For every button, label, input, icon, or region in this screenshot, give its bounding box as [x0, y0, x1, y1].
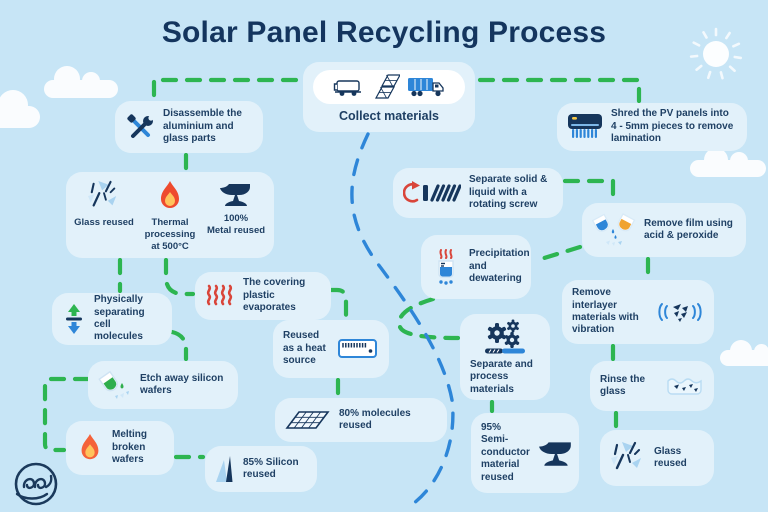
step-glass-reused: Glass reused [600, 430, 714, 486]
radiator-icon [337, 334, 379, 364]
step-label: Remove interlayer materials with vibrati… [572, 287, 639, 336]
rotating-screw-icon [403, 180, 461, 206]
beaker-pour-icon [98, 369, 132, 401]
metal-reused-column: 100%Metal reused [206, 180, 266, 250]
step-label: Disassemble the aluminium and glass part… [163, 108, 242, 145]
collect-icons-pill [313, 70, 465, 104]
step-label: Collect materials [338, 108, 440, 123]
sun-icon [688, 26, 744, 87]
rinse-glass-icon [666, 374, 704, 398]
step-label: Glass reused [654, 445, 687, 469]
step-label: The covering plastic evaporates [243, 277, 306, 314]
vibration-icon [656, 299, 704, 325]
step-rinse-glass: Rinse the glass [590, 361, 714, 411]
step-heat-source: Reused as a heat source [273, 320, 389, 378]
van-icon [333, 76, 367, 98]
truck-icon [407, 76, 445, 98]
silicon-shard-icon [215, 454, 235, 484]
step-label: Glass reused [74, 217, 134, 228]
step-label: Melting broken wafers [112, 429, 147, 466]
brand-logo [8, 454, 64, 512]
blue-main-flow-line [350, 132, 455, 505]
step-covering-plastic: The covering plastic evaporates [195, 272, 331, 320]
step-physically-separating: Physically separating cell molecules [52, 293, 172, 345]
step-label: Shred the PV panels into 4 - 5mm pieces … [611, 108, 734, 145]
precipitation-beaker-icon [431, 249, 461, 285]
page-title: Solar Panel Recycling Process [161, 16, 607, 49]
fire-icon [76, 433, 104, 463]
step-silicon-reused: 85% Silicon reused [205, 446, 317, 492]
cloud [0, 90, 42, 130]
broken-glass-icon [87, 180, 121, 212]
anvil-icon [219, 180, 253, 208]
step-rotating-screw: Separate solid & liquid with a rotating … [393, 168, 563, 218]
step-disassemble: Disassemble the aluminium and glass part… [115, 101, 263, 153]
step-melting-wafers: Melting broken wafers [66, 421, 174, 475]
step-label: Separate and process materials [470, 358, 533, 395]
step-remove-interlayer: Remove interlayer materials with vibrati… [562, 280, 714, 344]
step-shred-panels: Shred the PV panels into 4 - 5mm pieces … [557, 103, 747, 151]
step-precipitation: Precipitation and dewatering [421, 235, 531, 299]
separate-arrows-icon [62, 303, 86, 335]
step-label: Reused as a heat source [283, 330, 326, 367]
step-collect-materials: Collect materials [303, 62, 475, 132]
step-label: 80% molecules reused [339, 407, 411, 431]
step-label: Separate solid & liquid with a rotating … [469, 174, 548, 211]
step-label: 85% Silicon reused [243, 456, 299, 480]
shredder-icon [567, 113, 603, 141]
step-label: Rinse the glass [600, 373, 646, 397]
fire-icon [155, 180, 185, 212]
step-label: 100%Metal reused [206, 213, 266, 236]
step-semiconductor-reused: 95%Semi-conductor material reused [471, 413, 579, 493]
step-label: 95%Semi-conductor material reused [481, 422, 530, 483]
step-etch-wafers: Etch away silicon wafers [88, 361, 238, 409]
step-label: Thermal processing at 500°C [144, 217, 196, 252]
solar-panels-icon [374, 74, 400, 100]
anvil-icon [538, 439, 574, 467]
step-separate-process: Separate and process materials [460, 314, 550, 400]
thermal-processing-column: Thermal processing at 500°C [140, 180, 200, 252]
glass-reused-column: Glass reused [74, 180, 134, 250]
cloud [44, 66, 120, 100]
step-label: Precipitation and dewatering [469, 248, 530, 285]
acid-beakers-icon [592, 213, 636, 247]
step-label: Remove film using acid & peroxide [644, 217, 733, 241]
tools-icon [125, 112, 155, 142]
broken-glass-icon [610, 441, 646, 475]
gears-icon [483, 318, 527, 354]
step-label: Etch away silicon wafers [140, 372, 224, 396]
green-connectors [42, 77, 651, 460]
step-molecules-reused: 80% molecules reused [275, 398, 447, 442]
cloud [720, 340, 768, 368]
solar-panel-icon [285, 407, 331, 433]
step-thermal-outputs: Glass reused Thermal processing at 500°C… [66, 172, 274, 258]
step-label: Physically separating cell molecules [94, 294, 145, 343]
step-remove-film: Remove film using acid & peroxide [582, 203, 746, 257]
cloud [690, 148, 768, 178]
heat-waves-icon [205, 283, 235, 309]
